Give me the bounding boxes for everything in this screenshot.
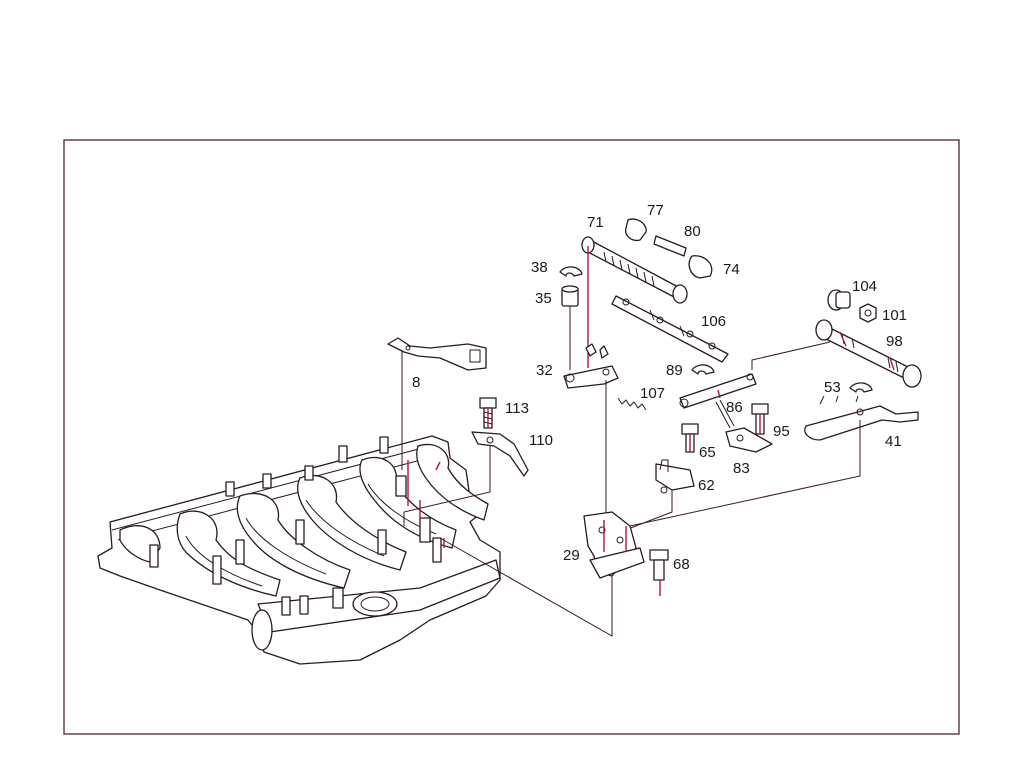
diagram-frame	[63, 139, 960, 735]
part-label-95: 95	[773, 423, 790, 440]
nut-101	[859, 303, 877, 323]
clip-53	[849, 382, 873, 393]
damper-62	[609, 459, 695, 537]
part-label-98: 98	[886, 333, 903, 350]
pin-86	[715, 399, 735, 429]
clip-38	[559, 266, 583, 277]
part-label-29: 29	[563, 547, 580, 564]
bracket-83	[725, 427, 773, 453]
part-label-62: 62	[698, 477, 715, 494]
part-label-35: 35	[535, 290, 552, 307]
part-label-110: 110	[529, 432, 553, 449]
part-label-65: 65	[699, 444, 716, 461]
part-label-101: 101	[882, 307, 907, 324]
part-label-38: 38	[531, 259, 548, 276]
rod-98	[815, 319, 922, 388]
intake-manifold	[97, 435, 501, 665]
part-label-41: 41	[885, 433, 902, 450]
bolt-68	[649, 549, 669, 596]
part-label-80: 80	[684, 223, 701, 240]
spring-107	[617, 397, 647, 411]
part-label-8: 8	[412, 374, 420, 391]
part-label-89: 89	[666, 362, 683, 379]
clip-89	[691, 364, 715, 375]
bracket-29	[439, 511, 645, 637]
bracket-8	[387, 337, 487, 470]
bolt-65	[681, 423, 699, 453]
shaft-71	[581, 218, 713, 368]
bolt-113	[479, 397, 497, 429]
ball-socket-104	[827, 289, 851, 311]
part-label-106: 106	[701, 313, 726, 330]
bolt-95	[751, 403, 769, 435]
part-label-71: 71	[587, 214, 604, 231]
part-label-86: 86	[726, 399, 743, 416]
part-label-107: 107	[640, 385, 665, 402]
part-label-113: 113	[505, 400, 529, 417]
part-label-32: 32	[536, 362, 553, 379]
rod-lever	[679, 341, 831, 409]
lever-106	[611, 295, 729, 363]
part-label-68: 68	[673, 556, 690, 573]
part-label-74: 74	[723, 261, 740, 278]
bushing-35	[561, 285, 579, 370]
part-labels: 71 77 80 74 38 35 104 101 106 98 32 8 89…	[412, 202, 907, 573]
lever-41	[629, 395, 919, 527]
part-label-104: 104	[852, 278, 877, 295]
part-label-83: 83	[733, 460, 750, 477]
bracket-110	[403, 431, 529, 526]
part-label-53: 53	[824, 379, 841, 396]
part-label-77: 77	[647, 202, 664, 219]
lever-32	[563, 343, 619, 520]
